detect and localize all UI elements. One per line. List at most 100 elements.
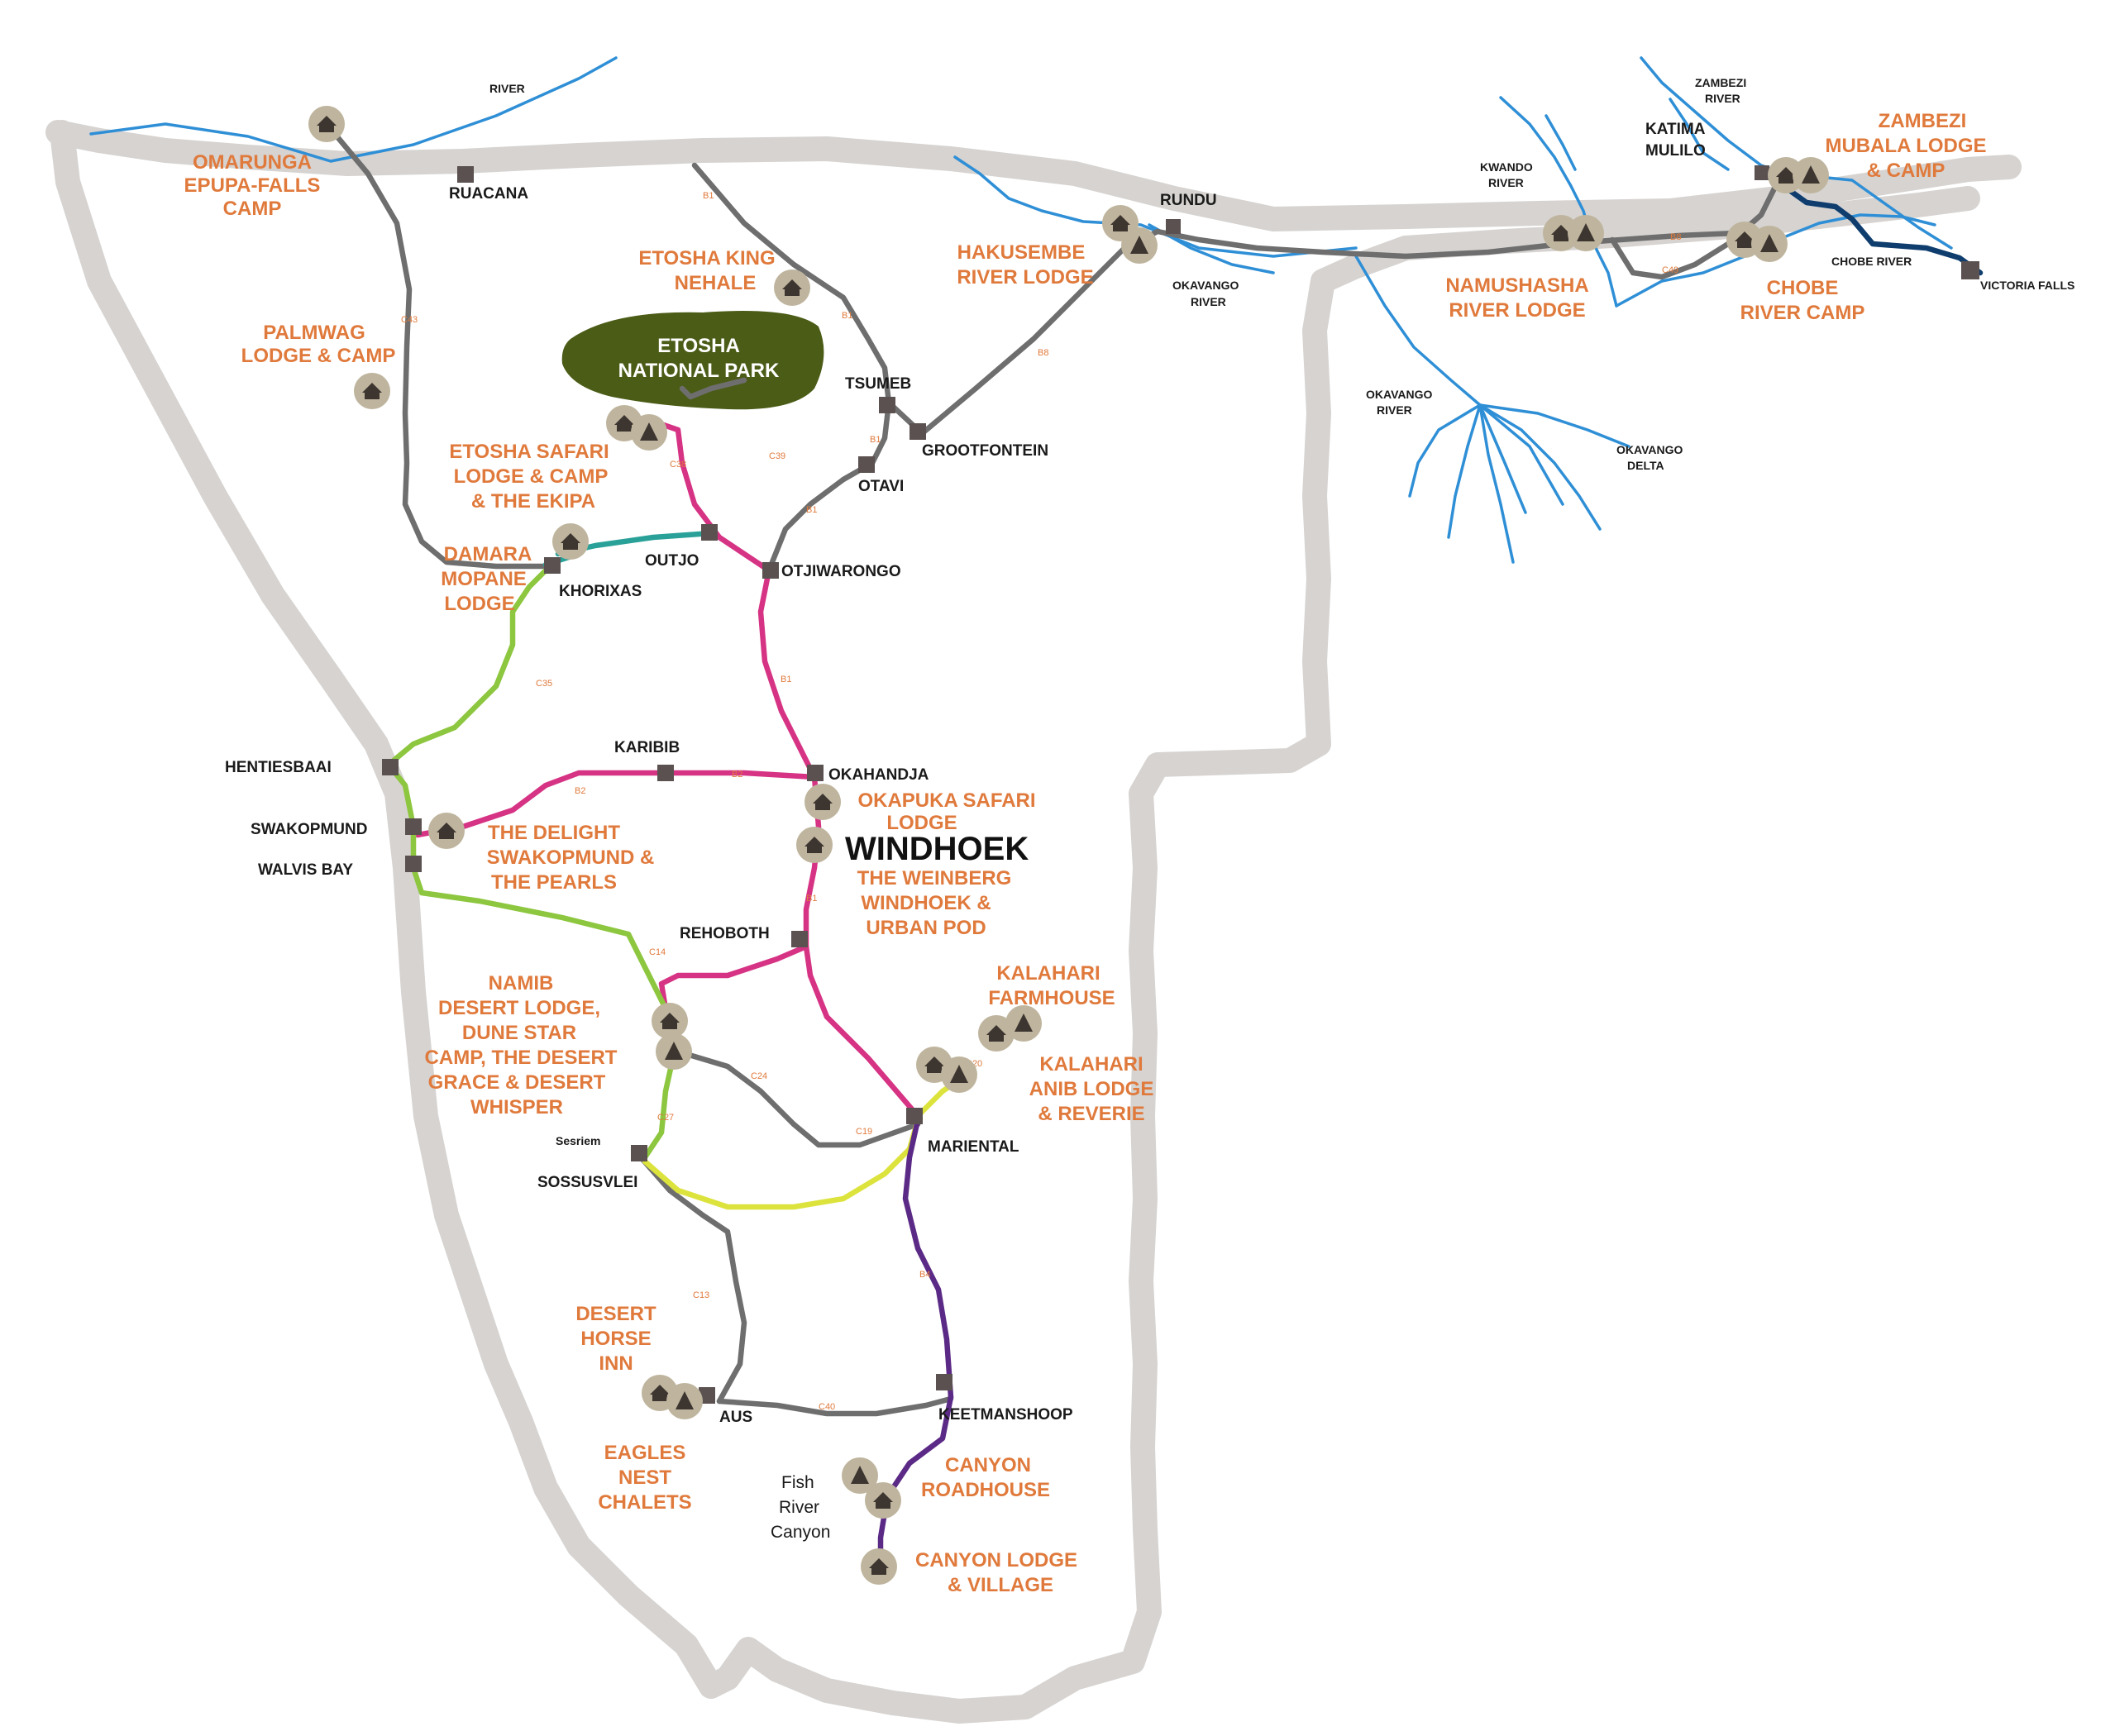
lodge-label-delight: SWAKOPMUND & <box>487 847 655 869</box>
lodge-label-eagles: EAGLES <box>604 1442 686 1464</box>
lodge-label-weinberg: URBAN POD <box>866 917 986 939</box>
campsite-marker <box>1121 227 1158 264</box>
lodge-label-kalahari-anib: & REVERIE <box>1038 1103 1144 1125</box>
lodge-label-canyon-roadhouse: ROADHOUSE <box>921 1479 1050 1501</box>
town-label-fish-3: Canyon <box>771 1523 830 1542</box>
town-marker-katima <box>1755 165 1769 180</box>
road-label: B8 <box>1038 348 1048 358</box>
town-marker-tsumeb <box>879 397 895 413</box>
campsite-marker <box>656 1033 692 1070</box>
river-label: OKAVANGO <box>1366 388 1432 401</box>
town-label-aus: AUS <box>719 1409 752 1426</box>
town-label-hentiesbaai: HENTIESBAAI <box>225 759 332 776</box>
lodge-label-omarunga: CAMP <box>223 198 282 220</box>
zambezi-river-branch <box>1669 98 1730 171</box>
river-label: RIVER <box>1377 403 1412 417</box>
town-marker-hentiesbaai <box>382 759 399 775</box>
road-label: C13 <box>693 1290 709 1300</box>
route-swakopmund-okahandja <box>414 770 818 838</box>
lodge-marker <box>978 1015 1015 1052</box>
town-label-ruacana: RUACANA <box>449 185 528 203</box>
lodge-labels: OMARUNGA EPUPA-FALLS CAMP PALMWAG LODGE … <box>184 110 1987 1596</box>
river-label: RIVER <box>1488 176 1524 189</box>
town-markers <box>382 165 1979 1404</box>
lodge-label-zambezi: ZAMBEZI <box>1879 110 1967 132</box>
lodge-label-palmwag: LODGE & CAMP <box>241 345 396 367</box>
lodge-label-delight: THE DELIGHT <box>488 822 620 844</box>
town-marker-otavi <box>858 456 875 473</box>
kwando-tributary <box>1544 114 1577 171</box>
lodge-label-chobe: RIVER CAMP <box>1740 302 1865 324</box>
lodge-label-desert-horse: DESERT <box>575 1303 656 1325</box>
lodge-label-namib: NAMIB <box>489 972 554 994</box>
route-etosha-okahandja <box>646 417 818 780</box>
town-marker-aus <box>699 1387 715 1404</box>
route-aus-keetmanshoop <box>716 1395 954 1417</box>
lodge-marker <box>804 784 841 820</box>
lodge-label-namib: WHISPER <box>470 1096 563 1118</box>
lodge-label-etosha-safari: ETOSHA SAFARI <box>449 441 609 463</box>
road-label: C27 <box>657 1113 674 1123</box>
town-marker-outjo <box>701 524 718 541</box>
lodge-label-etosha-safari: LODGE & CAMP <box>454 465 609 488</box>
kwando-river <box>1499 96 1618 308</box>
town-marker-mariental <box>906 1108 923 1124</box>
town-label-fish-1: Fish <box>781 1473 814 1492</box>
lodge-label-damara: DAMARA <box>444 543 532 565</box>
delta-channel-5 <box>1408 403 1482 498</box>
town-label-tsumeb: TSUMEB <box>845 375 911 393</box>
road-label: B2 <box>732 770 742 780</box>
town-label-sesriem: Sesriem <box>556 1134 600 1147</box>
lodge-label-namib: DESERT LODGE, <box>438 997 600 1019</box>
lodge-marker <box>796 827 833 863</box>
route-tsumeb-otavi <box>869 399 892 466</box>
road-label: B1 <box>806 505 817 515</box>
river-label: OKAVANGO <box>1616 443 1683 456</box>
road-label: B8 <box>1670 232 1681 242</box>
delta-channel-3 <box>1478 403 1602 531</box>
lodge-label-omarunga: OMARUNGA <box>193 151 312 174</box>
route-epupa-khorixas <box>323 121 549 570</box>
lodge-label-hakusembe: RIVER LODGE <box>957 266 1093 289</box>
lodge-label-canyon-lodge: & VILLAGE <box>948 1574 1053 1596</box>
town-label-walvis-bay: WALVIS BAY <box>258 861 353 879</box>
road-label: B1 <box>806 894 817 904</box>
river-label: RIVER <box>1191 295 1226 308</box>
delta-channel-6 <box>1478 403 1527 514</box>
route-sossusvlei-aus <box>637 1154 747 1405</box>
road-label: B4 <box>919 1270 930 1280</box>
lodge-marker <box>652 1003 688 1039</box>
lodge-label-omarunga: EPUPA-FALLS <box>184 174 321 197</box>
town-marker-rundu <box>1166 219 1181 234</box>
lodge-label-kalahari-farm: FARMHOUSE <box>988 987 1115 1009</box>
lodge-marker <box>308 106 345 142</box>
town-label-fish-2: River <box>779 1498 819 1517</box>
town-marker-rehoboth <box>791 931 808 947</box>
lodge-label-okapuka: OKAPUKA SAFARI <box>857 789 1035 812</box>
lodge-label-etosha-king: ETOSHA KING <box>638 247 775 269</box>
country-border <box>45 120 2022 1724</box>
road-label: C43 <box>401 315 418 325</box>
rivers <box>89 56 1953 564</box>
lodge-marker <box>354 373 390 409</box>
lodge-marker <box>552 523 589 560</box>
route-sossusvlei-mariental <box>642 1117 921 1210</box>
town-label-keetmanshoop: KEETMANSHOOP <box>938 1406 1073 1424</box>
town-label-katima-2: MULILO <box>1645 142 1706 160</box>
road-label: B1 <box>703 191 714 201</box>
campsite-marker <box>631 414 667 451</box>
lodge-label-canyon-roadhouse: CANYON <box>945 1454 1031 1476</box>
campsite-marker <box>666 1383 703 1419</box>
campsite-marker <box>1793 157 1829 193</box>
town-label-sossusvlei: SOSSUSVLEI <box>537 1174 637 1191</box>
capital-label: WINDHOEK <box>845 831 1029 867</box>
lodge-marker <box>861 1548 897 1585</box>
town-marker-karibib <box>657 765 674 781</box>
town-label-outjo: OUTJO <box>645 552 699 570</box>
town-label-victoria-falls: VICTORIA FALLS <box>1980 279 2074 292</box>
lodge-label-palmwag: PALMWAG <box>263 322 365 344</box>
lodge-label-zambezi: & CAMP <box>1867 160 1946 182</box>
town-marker-swakopmund <box>405 818 422 835</box>
town-marker-otjiwarongo <box>762 562 779 579</box>
town-label-karibib: KARIBIB <box>614 739 680 756</box>
